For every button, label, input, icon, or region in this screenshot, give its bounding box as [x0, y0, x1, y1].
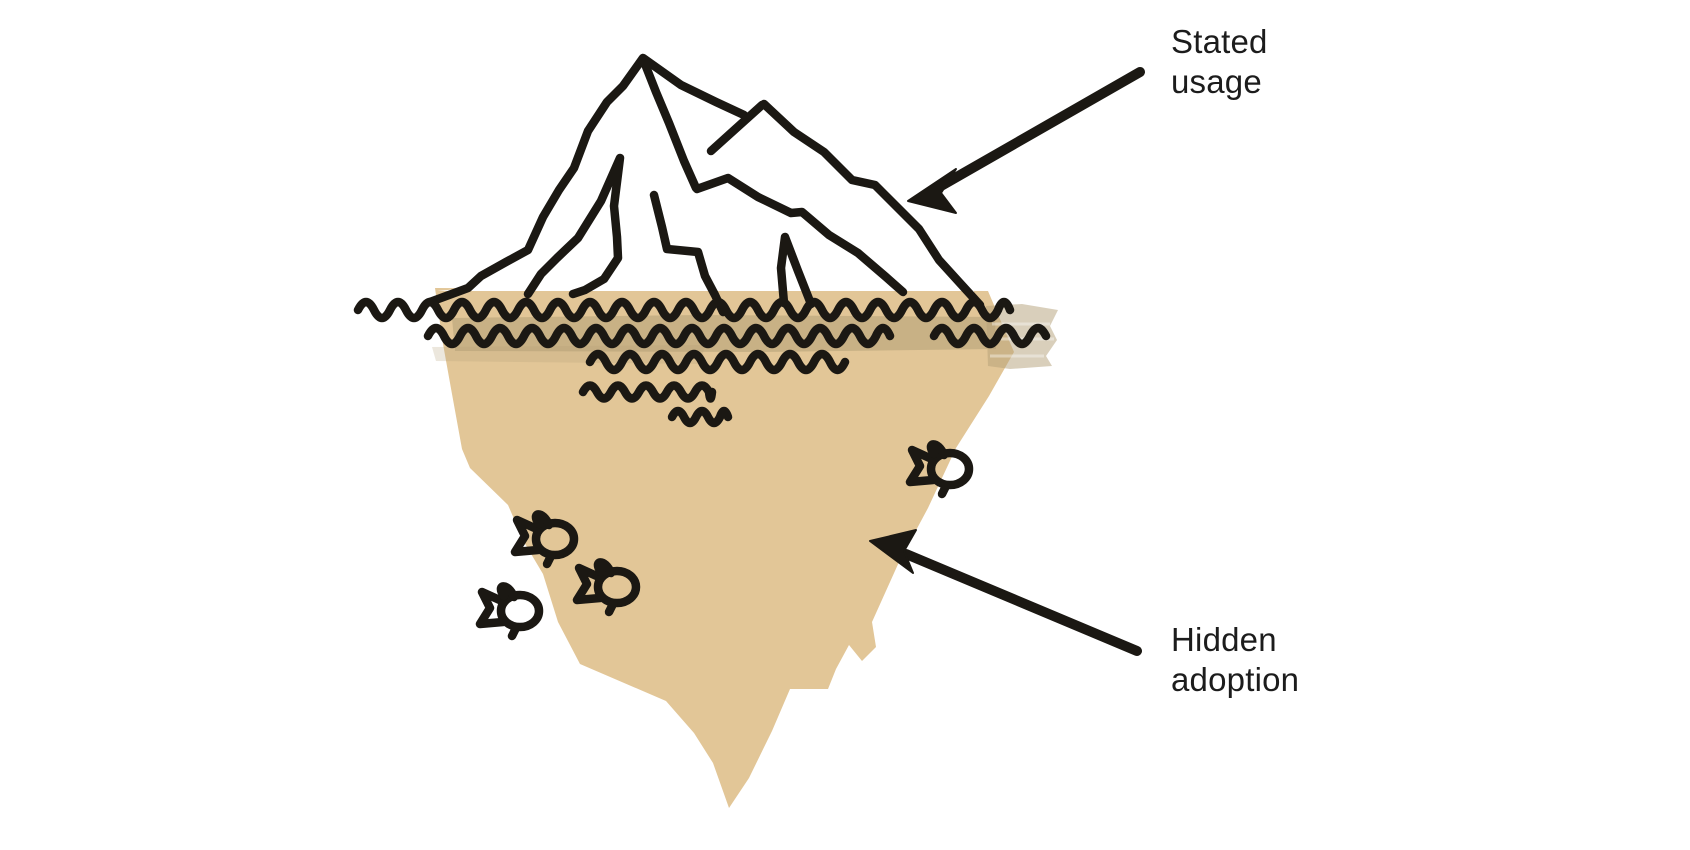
water-surface [353, 297, 1051, 428]
iceberg-tip [437, 58, 974, 296]
stated-usage-label-line1: Stated [1171, 23, 1268, 60]
stated-usage-label-line2: usage [1171, 63, 1262, 100]
wave-row [423, 323, 895, 349]
fish-icon [480, 586, 539, 636]
notch-line [706, 100, 767, 156]
arrowhead-icon [869, 529, 917, 574]
iceberg-facet-lines [523, 54, 908, 317]
iceberg-outline [425, 53, 985, 310]
underwater-iceberg-body [435, 288, 1014, 808]
wave-row [353, 297, 1015, 323]
wave-row [929, 323, 1051, 349]
crevasse-line [523, 153, 625, 299]
wave-row [585, 349, 850, 375]
hidden-adoption-label-line2: adoption [1171, 661, 1300, 698]
hidden-adoption-arrow [869, 529, 1142, 656]
stated-usage-arrow [907, 67, 1145, 214]
wave-row [578, 381, 717, 403]
hidden-adoption-label: Hidden adoption [1171, 620, 1299, 700]
arrowhead-icon [907, 168, 957, 214]
hidden-adoption-label-line1: Hidden [1171, 621, 1277, 658]
spike-line [776, 232, 816, 309]
wave-row [667, 406, 733, 428]
brush-stroke-right-edge [986, 304, 1058, 369]
stated-usage-label: Stated usage [1171, 22, 1268, 102]
